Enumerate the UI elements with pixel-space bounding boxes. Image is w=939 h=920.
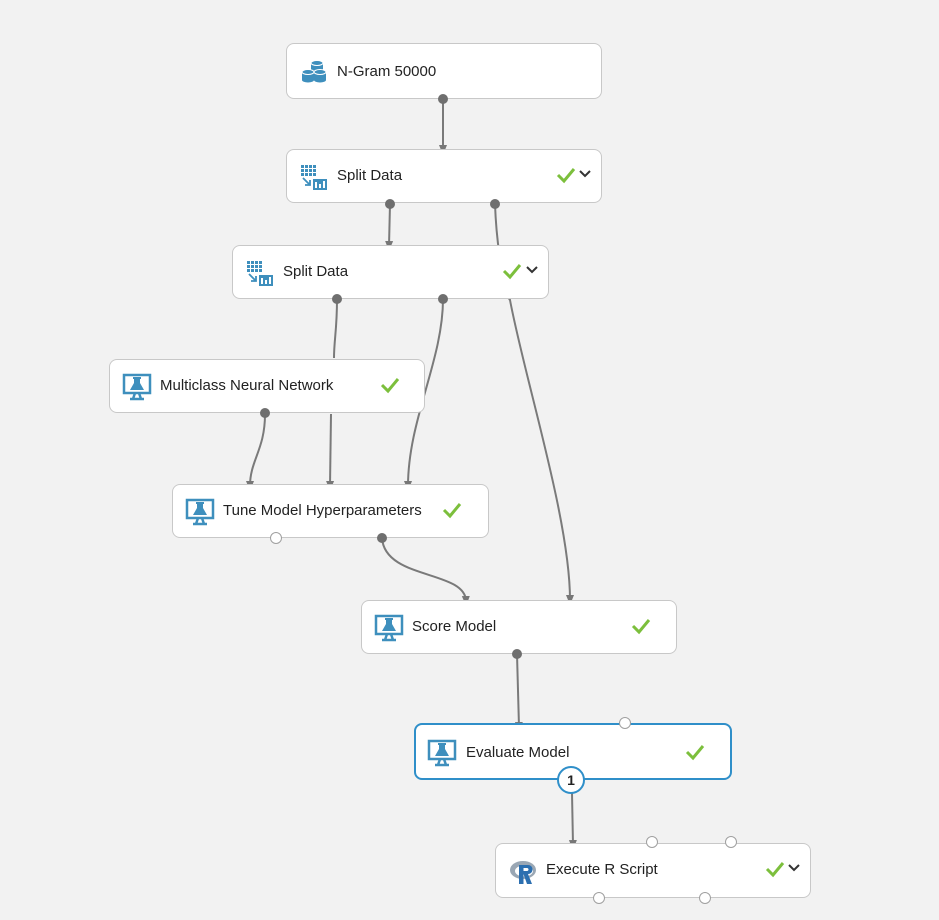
success-check-icon — [685, 745, 705, 761]
model-icon — [185, 498, 215, 526]
module-split-data-1[interactable]: Split Data — [286, 149, 602, 203]
module-label: Split Data — [283, 263, 349, 280]
connection — [246, 413, 266, 491]
chevron-down-icon[interactable] — [525, 263, 539, 277]
input-port[interactable] — [725, 836, 737, 848]
dataset-icon — [301, 60, 327, 83]
module-multiclass-neural-network[interactable]: Multiclass Neural Network — [109, 359, 425, 413]
split-data-icon — [247, 261, 273, 286]
input-port[interactable] — [619, 717, 631, 729]
chevron-down-icon[interactable] — [578, 167, 592, 181]
module-tune-model-hyperparameters[interactable]: Tune Model Hyperparameters — [172, 484, 489, 538]
model-icon — [374, 614, 404, 642]
success-check-icon — [502, 264, 522, 280]
output-port[interactable] — [260, 408, 270, 418]
connection — [381, 537, 470, 606]
output-port-badge[interactable]: 1 — [557, 766, 585, 794]
output-port[interactable] — [593, 892, 605, 904]
module-ngram-dataset[interactable]: N-Gram 50000 — [286, 43, 602, 99]
connection — [326, 413, 335, 491]
module-label: Score Model — [412, 618, 497, 635]
output-port[interactable] — [385, 199, 395, 209]
module-label: Tune Model Hyperparameters — [223, 502, 422, 519]
success-check-icon — [442, 503, 462, 519]
output-port[interactable] — [490, 199, 500, 209]
module-execute-r-script[interactable]: Execute R Script — [495, 843, 811, 898]
success-check-icon — [556, 168, 576, 184]
module-label: Execute R Script — [546, 861, 658, 878]
module-split-data-2[interactable]: Split Data — [232, 245, 549, 299]
model-icon — [122, 373, 152, 401]
connection — [568, 792, 577, 850]
connection — [404, 298, 444, 491]
output-port[interactable] — [699, 892, 711, 904]
model-icon — [427, 739, 457, 767]
output-port[interactable] — [438, 94, 448, 104]
output-port[interactable] — [377, 533, 387, 543]
success-check-icon — [380, 378, 400, 394]
success-check-icon — [765, 862, 785, 878]
split-data-icon — [301, 165, 327, 190]
output-port[interactable] — [512, 649, 522, 659]
connection — [385, 203, 394, 251]
connection — [514, 653, 523, 732]
module-label: Split Data — [337, 167, 403, 184]
output-port[interactable] — [270, 532, 282, 544]
input-port[interactable] — [646, 836, 658, 848]
chevron-down-icon[interactable] — [787, 861, 801, 875]
connection — [333, 298, 338, 359]
r-script-icon — [510, 861, 536, 884]
success-check-icon — [631, 619, 651, 635]
output-port[interactable] — [332, 294, 342, 304]
output-port[interactable] — [438, 294, 448, 304]
module-label: Evaluate Model — [466, 744, 570, 761]
module-label: Multiclass Neural Network — [160, 377, 334, 394]
module-score-model[interactable]: Score Model — [361, 600, 677, 654]
module-label: N-Gram 50000 — [337, 63, 437, 80]
